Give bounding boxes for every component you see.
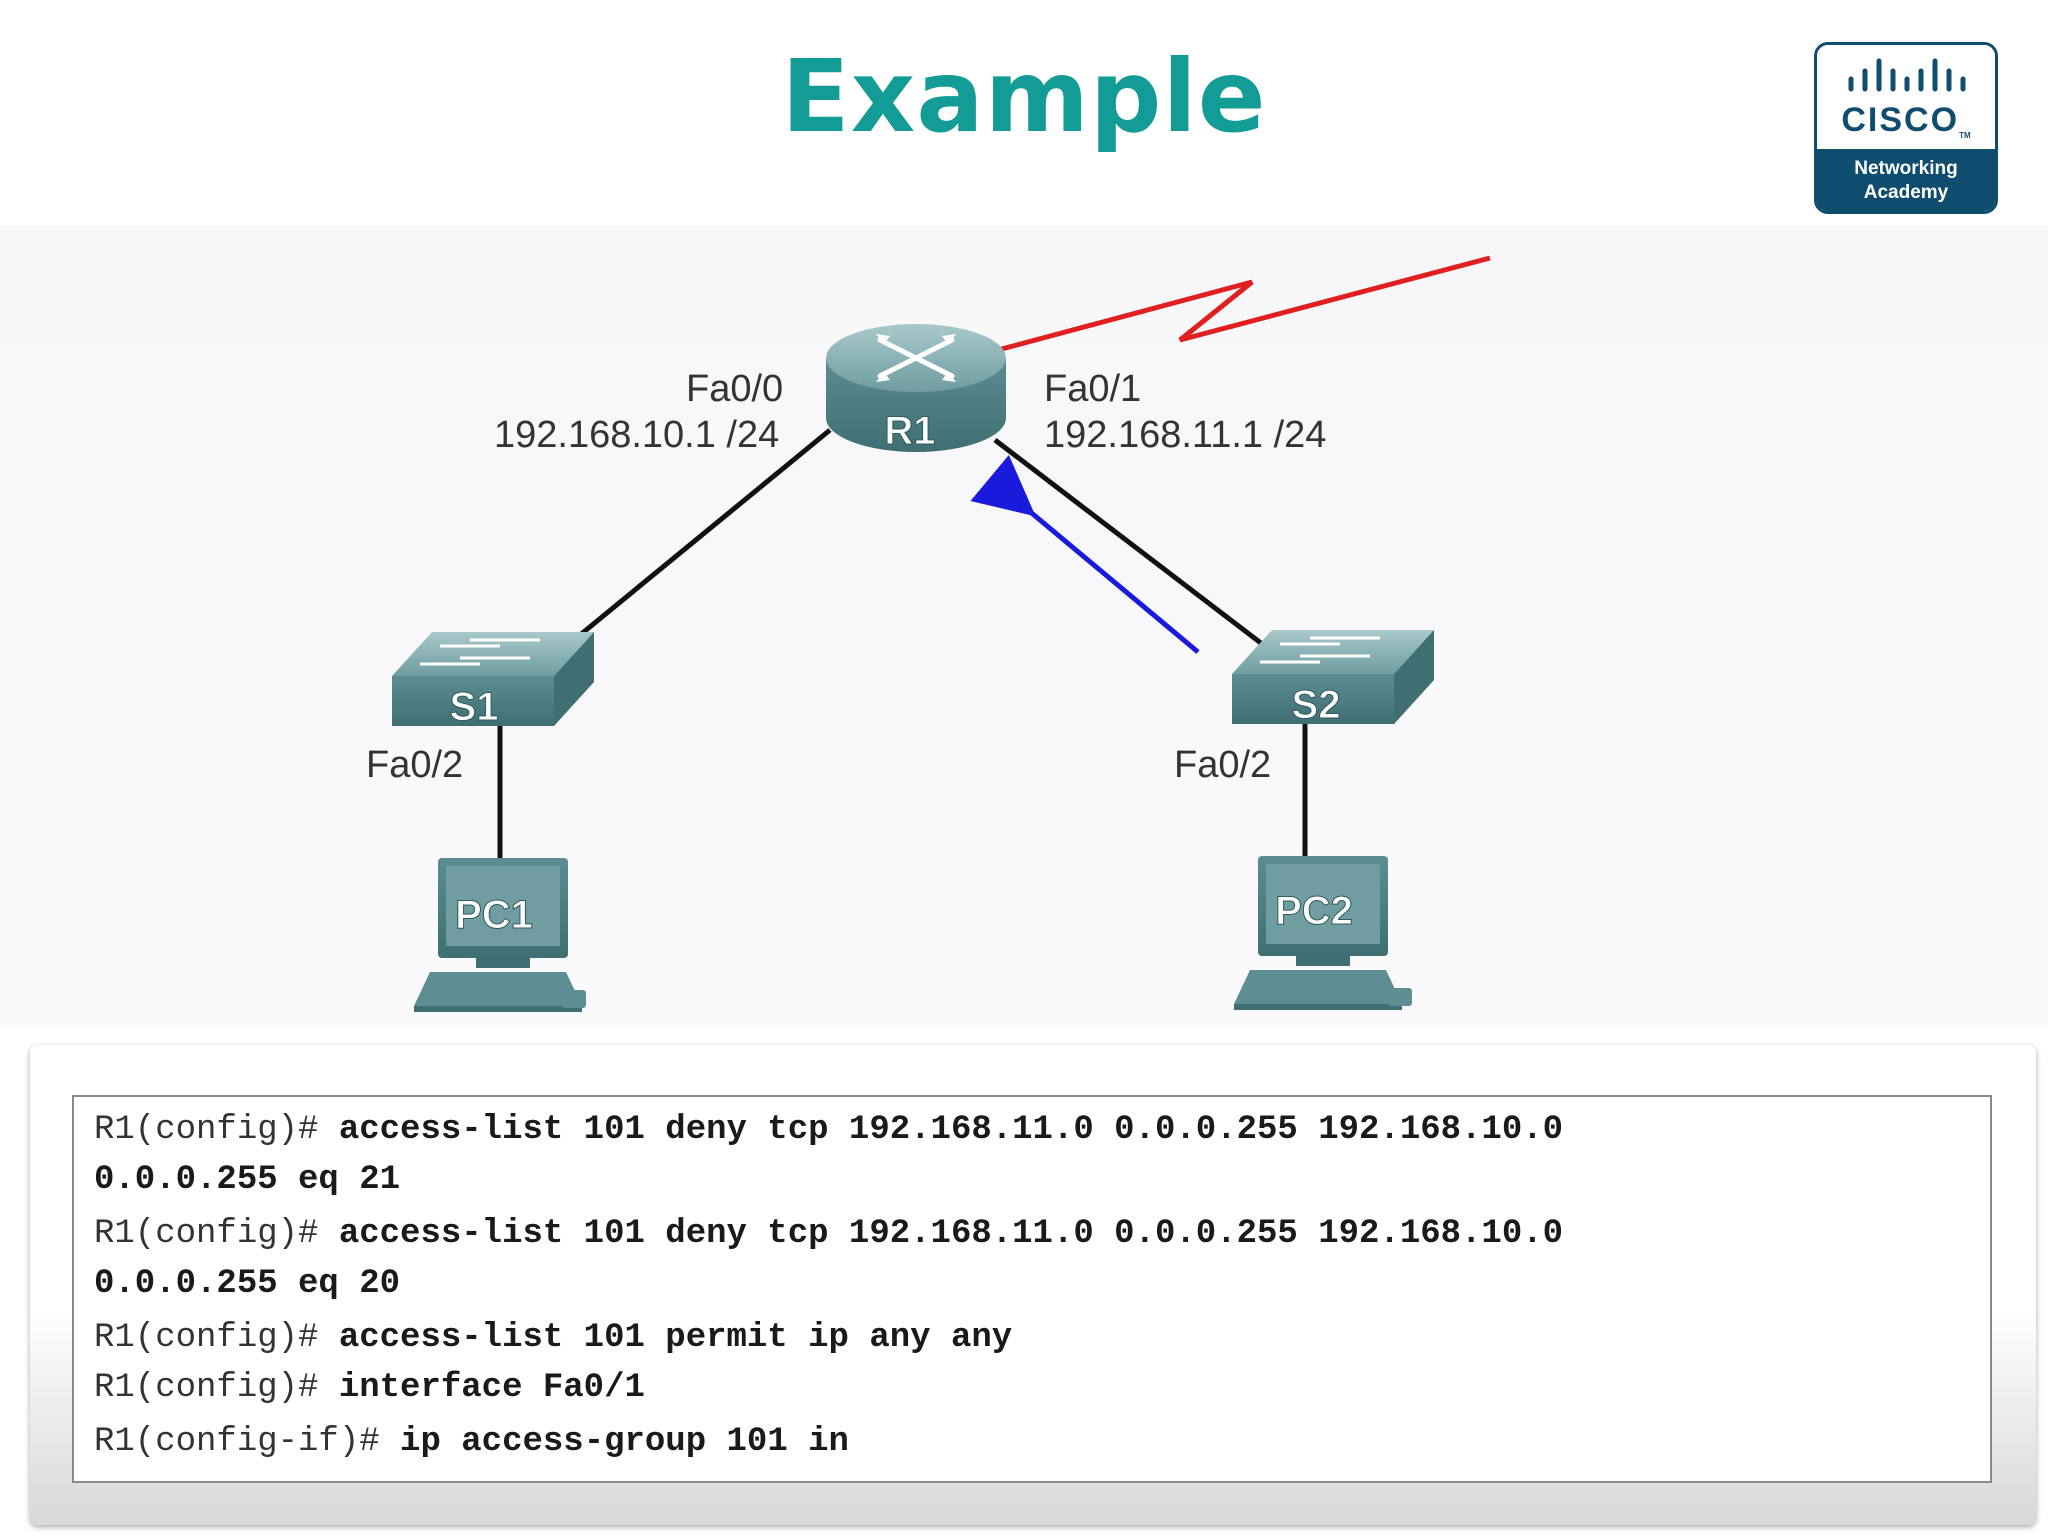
- command-line: 0.0.0.255 eq 21: [94, 1161, 401, 1199]
- network-diagram: R1 S1 S2: [392, 255, 1491, 1012]
- cisco-logo: CISCOTM Networking Academy: [1814, 42, 1998, 214]
- pc1-icon: [414, 858, 586, 1012]
- command-listing: R1(config)# access-list 101 deny tcp 192…: [72, 1095, 1992, 1483]
- switch-s2-icon: [1232, 630, 1434, 724]
- logo-caption: Networking Academy: [1817, 149, 1995, 211]
- logo-line1: Networking: [1854, 158, 1958, 179]
- wan-link-lightning: [997, 255, 1491, 353]
- link-r1-s2: [993, 438, 1272, 652]
- router-icon: [826, 324, 1006, 452]
- s1-fa0-2-label: Fa0/2: [366, 744, 464, 786]
- r1-fa0-1-ip: 192.168.11.1 /24: [1044, 414, 1327, 456]
- logo-top: CISCOTM: [1817, 45, 1995, 149]
- command-line: R1(config)# access-list 101 permit ip an…: [94, 1319, 1013, 1357]
- logo-trademark: TM: [1959, 131, 1971, 140]
- traffic-arrow: [970, 454, 1200, 654]
- diagram-background: [0, 225, 2048, 1025]
- command-line: R1(config)# access-list 101 deny tcp 192…: [94, 1215, 1564, 1253]
- link-r1-s1: [578, 428, 832, 637]
- logo-wordmark: CISCOTM: [1841, 101, 1971, 140]
- cisco-bars-icon: [1848, 58, 1966, 92]
- switch-s2-label: S2: [1292, 683, 1341, 727]
- command-line: R1(config-if)# ip access-group 101 in: [94, 1423, 849, 1461]
- r1-fa0-1-label: Fa0/1: [1044, 368, 1142, 410]
- command-line: 0.0.0.255 eq 20: [94, 1265, 401, 1303]
- pc1-label: PC1: [455, 893, 533, 937]
- r1-fa0-0-ip: 192.168.10.1 /24: [494, 414, 780, 456]
- command-panel: R1(config)# access-list 101 deny tcp 192…: [30, 1045, 2036, 1525]
- r1-fa0-0-label: Fa0/0: [686, 368, 784, 410]
- slide-title: Example: [781, 38, 1267, 155]
- router-label: R1: [884, 409, 935, 453]
- switch-s1-label: S1: [450, 685, 499, 729]
- s2-fa0-2-label: Fa0/2: [1174, 744, 1272, 786]
- command-line: R1(config)# access-list 101 deny tcp 192…: [94, 1111, 1564, 1149]
- command-line: R1(config)# interface Fa0/1: [94, 1369, 645, 1407]
- logo-line2: Academy: [1863, 182, 1949, 203]
- pc2-icon: [1234, 856, 1412, 1010]
- switch-s1-icon: [392, 632, 594, 726]
- pc2-label: PC2: [1275, 889, 1353, 933]
